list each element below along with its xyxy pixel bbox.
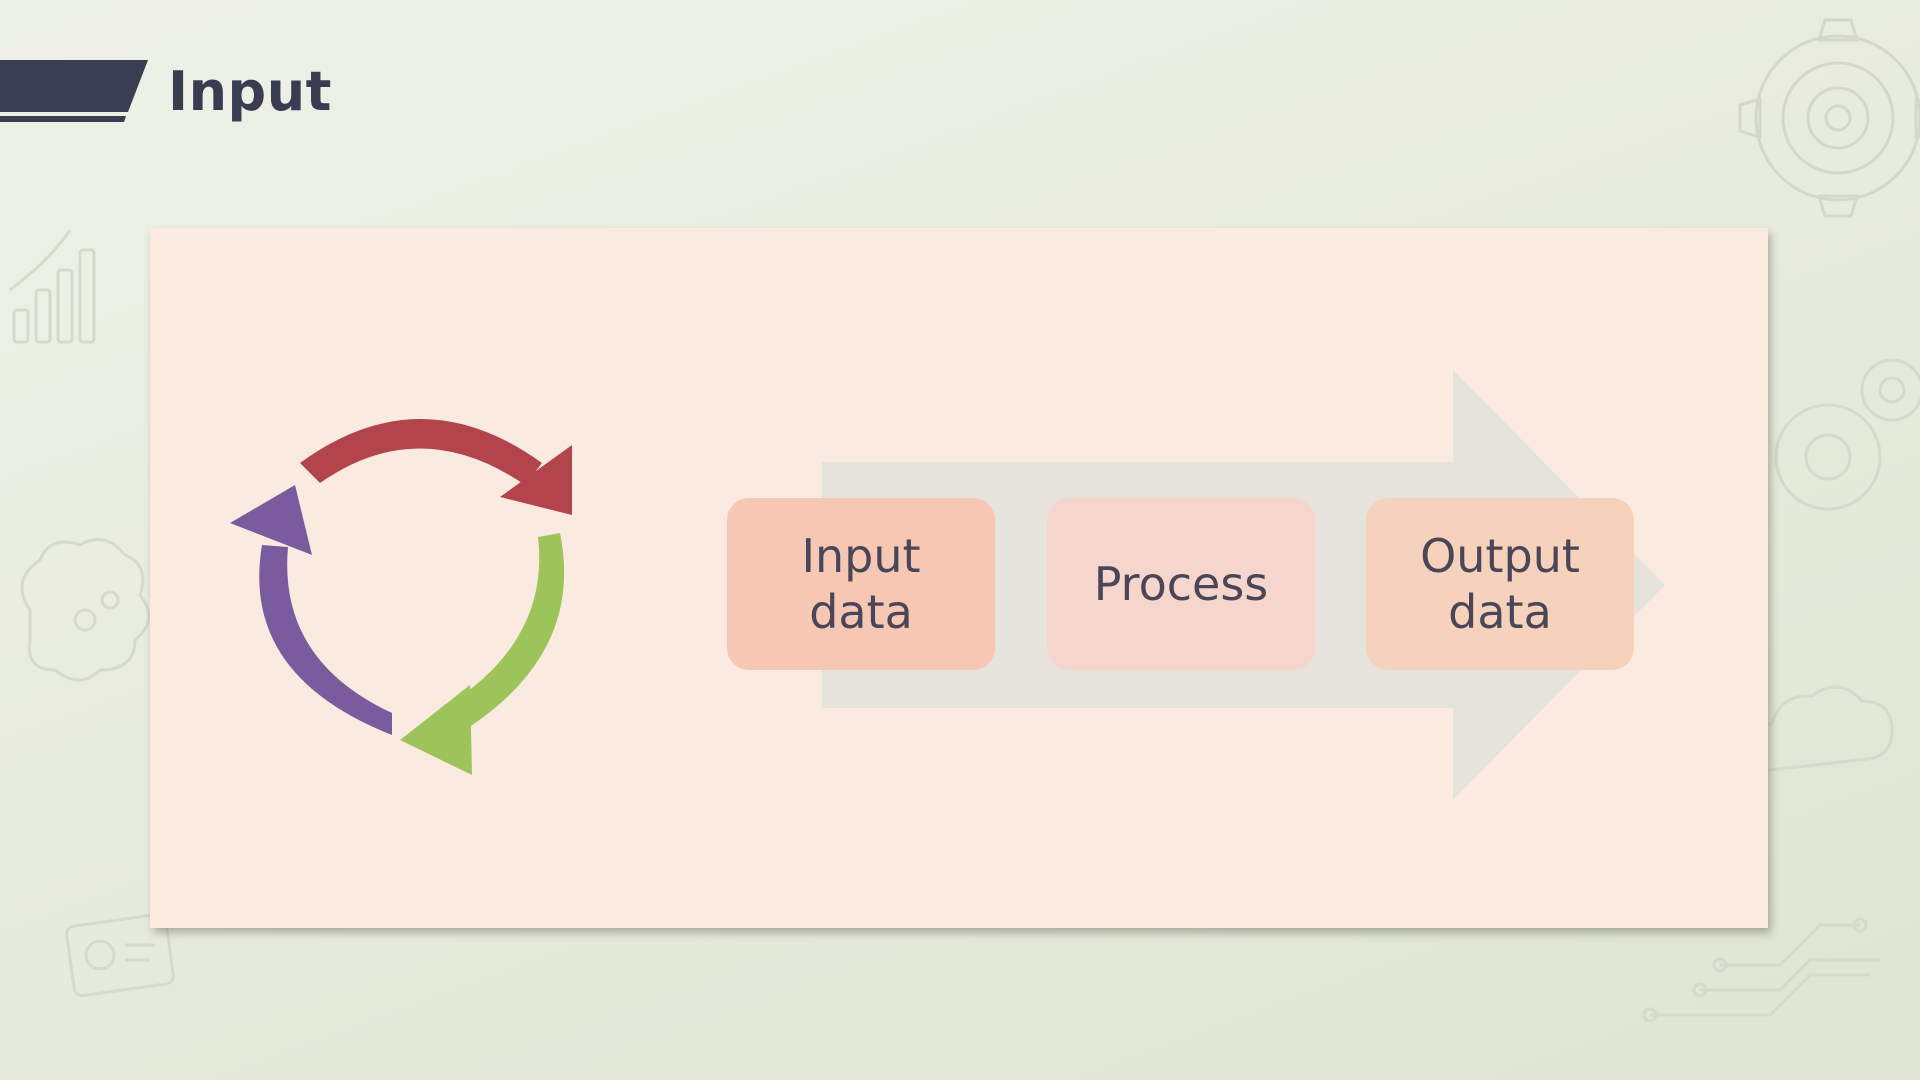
gear-icon <box>1738 18 1920 218</box>
slide-title: Input <box>168 60 332 123</box>
cycle-arrow-green <box>400 533 565 775</box>
card-icon <box>65 912 175 998</box>
step-output-data-label: Output data <box>1420 529 1580 639</box>
cloud-icon <box>1748 685 1894 772</box>
step-process: Process <box>1047 498 1315 670</box>
cycle-arrow-purple <box>230 485 392 735</box>
step-input-data-label: Input data <box>801 529 921 639</box>
circuit-icon <box>1642 917 1880 1023</box>
step-process-label: Process <box>1093 557 1269 611</box>
cycle-arrow-red <box>300 419 572 515</box>
step-input-data: Input data <box>727 498 995 670</box>
title-accent-bar <box>0 60 148 122</box>
bar-chart-icon <box>9 229 96 344</box>
step-output-data: Output data <box>1366 498 1634 670</box>
brain-icon <box>20 537 151 682</box>
cycle-arrows-diagram <box>230 419 572 775</box>
gear-icon <box>1774 358 1920 511</box>
